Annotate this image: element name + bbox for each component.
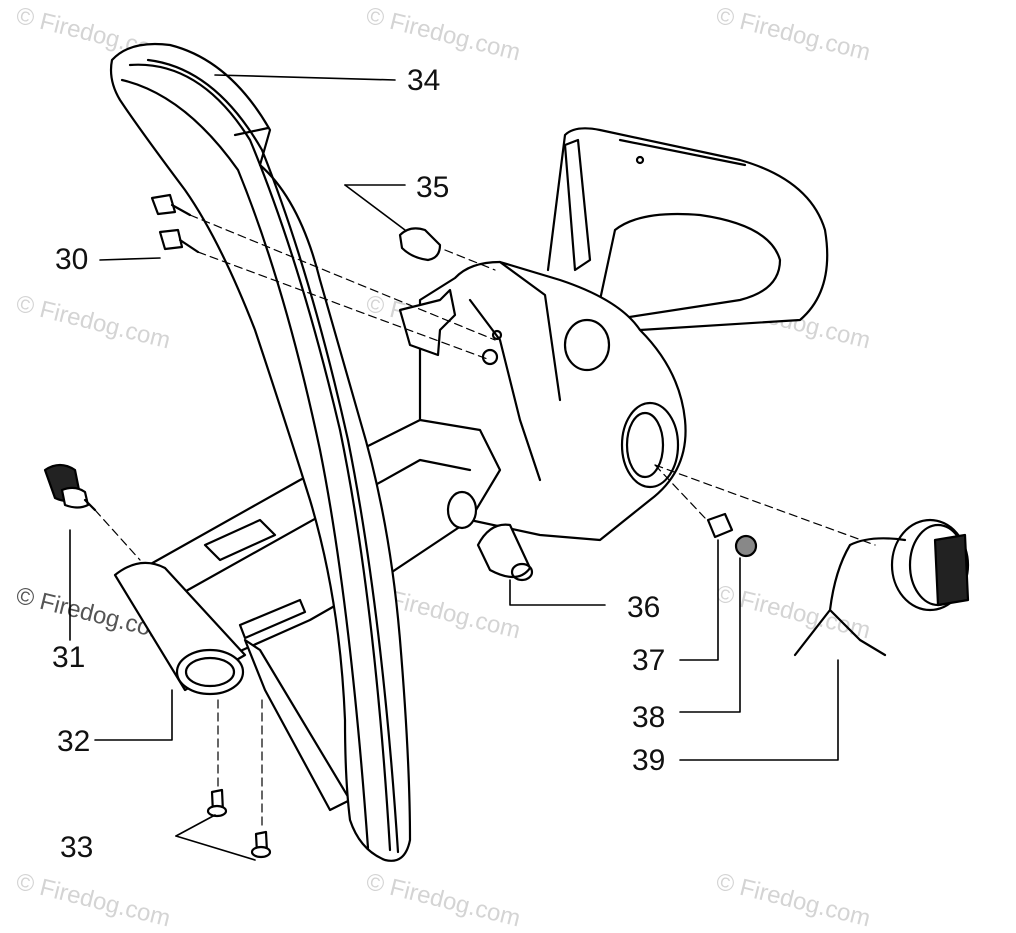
rear-handle [546,127,829,332]
assembly-lines [94,214,876,831]
callout-30: 30 [55,243,89,276]
parts-drawing [43,42,970,862]
screw-31 [43,463,97,512]
grommet-36 [476,523,534,582]
callout-35: 35 [416,171,450,204]
callout-32: 32 [57,725,91,758]
callout-39: 39 [632,744,666,777]
callout-33: 33 [60,831,94,864]
screw-30a [150,193,192,217]
callout-31: 31 [52,641,86,674]
screw-30b [158,228,200,254]
filter-38 [734,534,758,558]
callout-38: 38 [632,701,666,734]
screw-33a [206,788,228,818]
screw-33b [250,830,272,859]
callout-34: 34 [407,64,441,97]
front-handle-bar [109,42,412,862]
bracket [398,288,457,357]
nut-35 [398,227,442,262]
leader-lines [69,74,839,861]
parts-diagram: © Firedog.com © Firedog.com © Firedog.co… [13,2,970,932]
callout-36: 36 [627,591,661,624]
fitting-37 [706,512,734,539]
callout-37: 37 [632,644,666,677]
fuel-cap-39 [793,518,970,657]
